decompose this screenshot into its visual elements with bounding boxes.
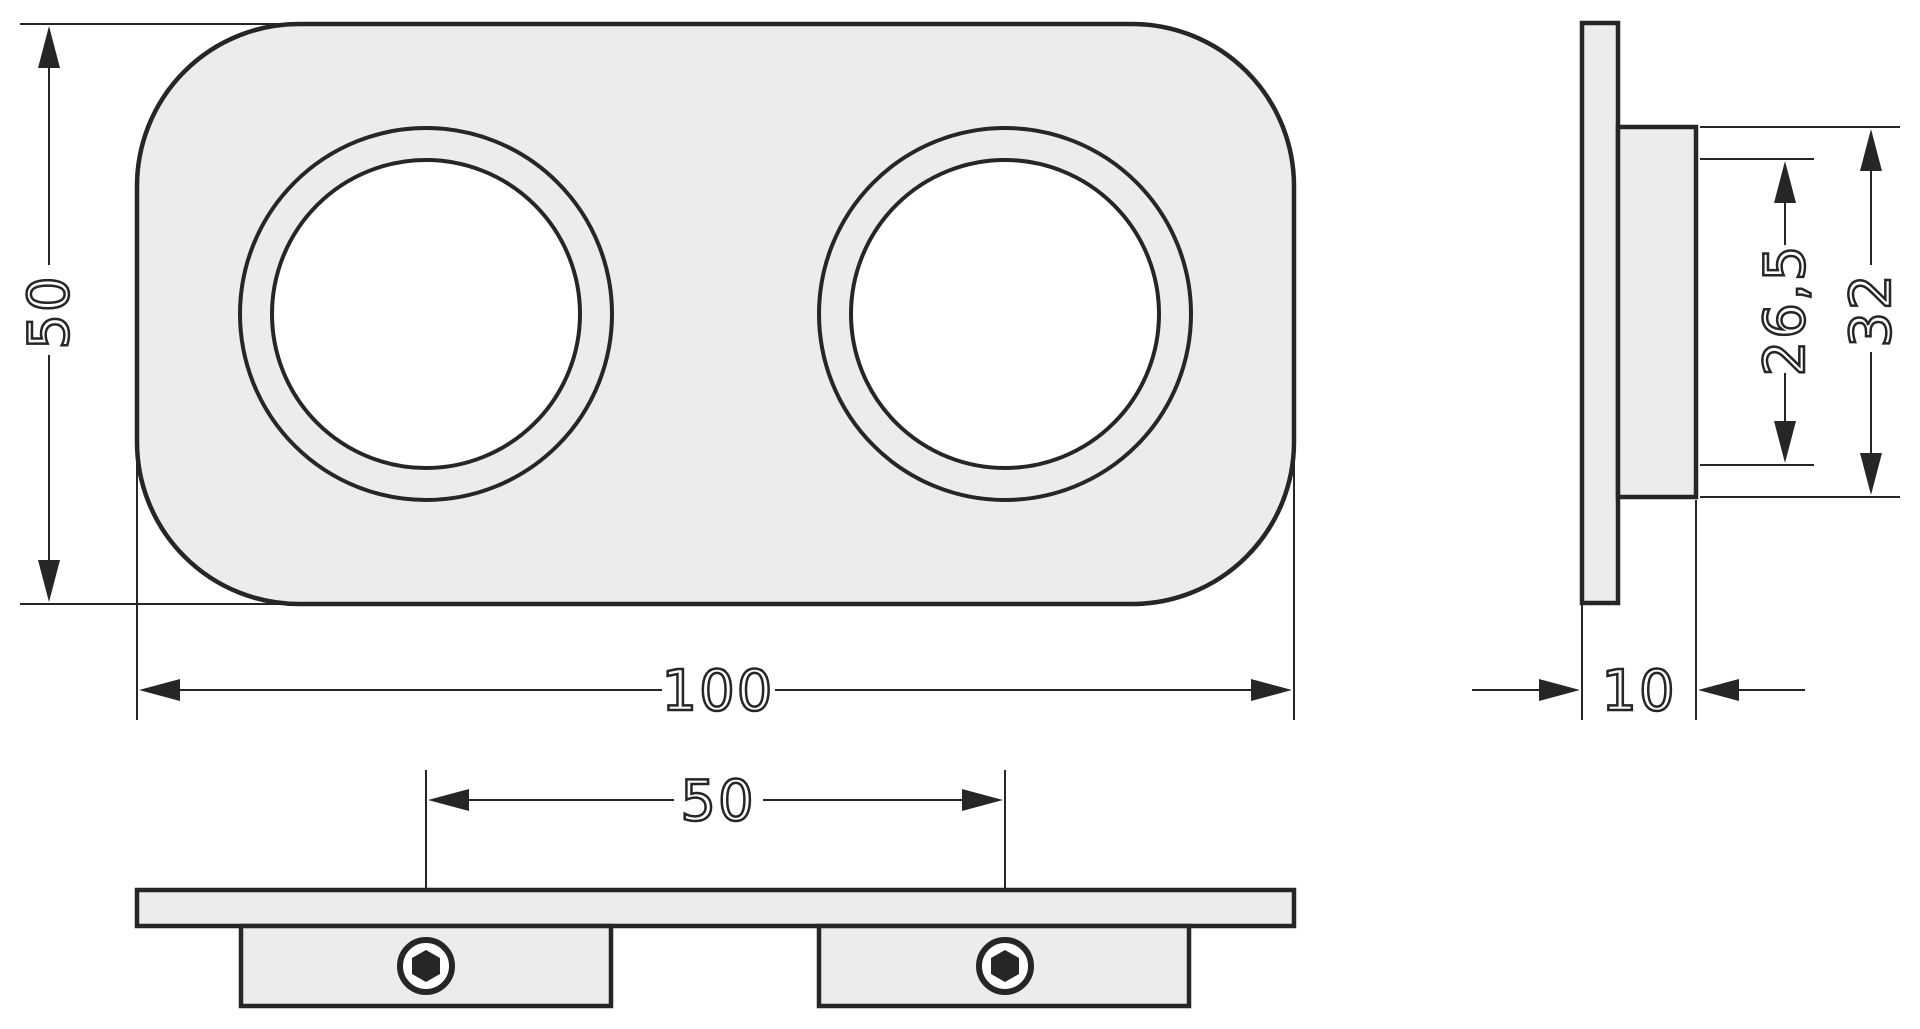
height-label: 50 <box>17 274 82 349</box>
front-view <box>134 21 1297 607</box>
spacing-arrow-left <box>428 789 469 811</box>
right-hex-socket-icon <box>991 950 1019 982</box>
width-arrow-left <box>139 679 180 701</box>
outer-arrow-top <box>1860 129 1882 171</box>
thickness-dimension: 10 <box>1472 500 1805 725</box>
inner-diameter-label: 26,5 <box>1753 244 1818 377</box>
spacing-dimension: 50 <box>425 768 1006 890</box>
outer-diameter-dimension: 32 <box>1700 126 1905 498</box>
inner-diameter-dimension: 26,5 <box>1700 158 1819 466</box>
thickness-arrow-left <box>1539 679 1580 701</box>
right-hole <box>849 158 1161 470</box>
outer-diameter-label: 32 <box>1839 272 1904 347</box>
inner-arrow-bottom <box>1774 421 1796 463</box>
top-plate <box>134 887 1297 929</box>
right-screw <box>976 937 1034 995</box>
height-arrow-top <box>38 26 60 68</box>
width-label: 100 <box>662 659 775 724</box>
width-dimension: 100 <box>136 440 1295 725</box>
left-hex-socket-icon <box>412 950 440 982</box>
side-plate <box>1579 20 1621 606</box>
thickness-label: 10 <box>1601 659 1676 724</box>
left-opening <box>238 126 614 502</box>
top-view <box>134 887 1297 1009</box>
spacing-label: 50 <box>680 769 755 834</box>
left-hole <box>270 158 582 470</box>
height-dimension: 50 <box>16 23 280 605</box>
right-opening <box>817 126 1193 502</box>
inner-arrow-top <box>1774 161 1796 203</box>
left-outer-ring <box>238 126 614 502</box>
side-insert <box>1615 124 1699 500</box>
outer-arrow-bottom <box>1860 453 1882 495</box>
side-view <box>1579 20 1699 606</box>
width-arrow-right <box>1251 679 1292 701</box>
right-outer-ring <box>817 126 1193 502</box>
left-screw <box>397 937 455 995</box>
thickness-arrow-right <box>1698 679 1739 701</box>
height-arrow-bottom <box>38 560 60 602</box>
spacing-arrow-right <box>962 789 1003 811</box>
